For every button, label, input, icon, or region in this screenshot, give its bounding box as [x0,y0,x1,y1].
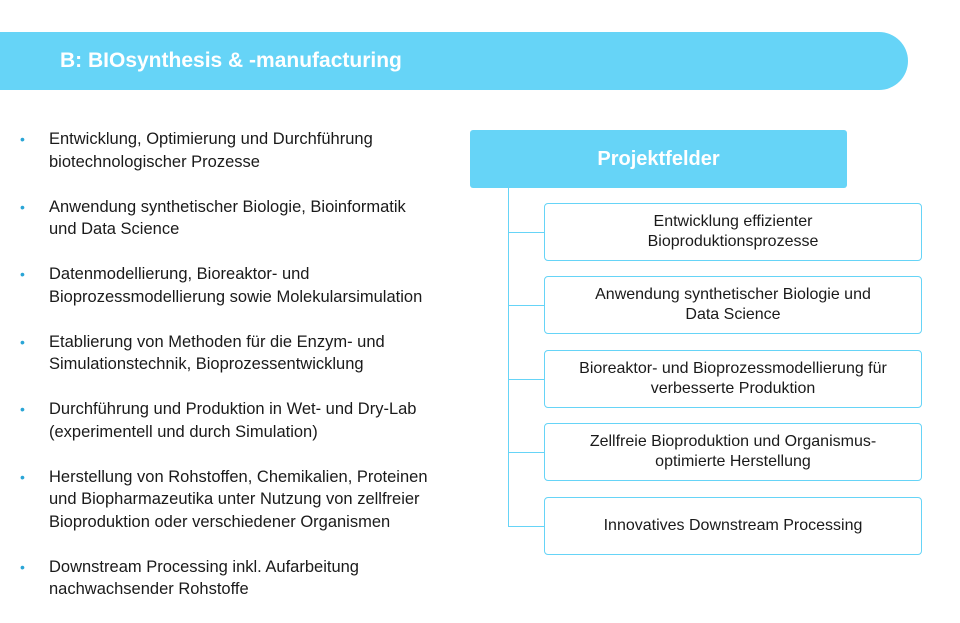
projektfeld-text-line: Entwicklung effizienter [653,213,813,230]
projektfeld-text: Bioreaktor- und Bioprozessmodellierung f… [579,359,887,399]
tree-branch-line [508,305,544,306]
bullet-text-line: Herstellung von Rohstoffen, Chemikalien,… [49,467,428,486]
bullet-text-line: Bioproduktion oder verschiedener Organis… [49,512,391,531]
projektfeld-text-line: Anwendung synthetischer Biologie und [595,286,871,303]
bullet-text-line: Downstream Processing inkl. Aufarbeitung [49,557,359,576]
bullet-item: • Datenmodellierung, Bioreaktor- und Bio… [20,263,490,308]
bullet-item: • Anwendung synthetischer Biologie, Bioi… [20,196,490,241]
bullet-icon: • [20,333,25,350]
projektfeld-text-line: Bioreaktor- und Bioprozessmodellierung f… [579,360,887,377]
bullet-text-line: Etablierung von Methoden für die Enzym- … [49,332,385,351]
bullet-icon: • [20,468,25,485]
bullet-item: • Durchführung und Produktion in Wet- un… [20,398,490,443]
bullet-icon: • [20,198,25,215]
bullet-text-line: Anwendung synthetischer Biologie, Bioinf… [49,197,406,216]
bullet-icon: • [20,558,25,575]
bullet-text-line: und Biopharmazeutika unter Nutzung von z… [49,490,420,508]
projektfeld-text-line: Innovatives Downstream Processing [603,517,863,534]
tree-branch-line [508,526,544,527]
projektfeld-text: Anwendung synthetischer Biologie und Dat… [595,285,871,325]
projektfeld-text-line: Zellfreie Bioproduktion und Organismus- [589,433,877,450]
page-title: B: BIOsynthesis & -manufacturing [60,49,402,72]
tree-branch-line [508,452,544,453]
projektfeld-text-line: verbesserte Produktion [650,380,816,397]
tree-trunk-line [508,188,509,527]
bullet-item: • Etablierung von Methoden für die Enzym… [20,331,490,376]
tree-branch-line [508,379,544,380]
bullet-text-line: nachwachsender Rohstoffe [49,580,249,598]
bullet-text-line: Entwicklung, Optimierung und Durchführun… [49,130,373,148]
bullet-list: • Entwicklung, Optimierung und Durchführ… [20,128,490,623]
bullet-text-line: Datenmodellierung, Bioreaktor- und [49,265,310,283]
projektfeld-box: Innovatives Downstream Processing [544,497,922,555]
projektfeld-box: Anwendung synthetischer Biologie und Dat… [544,276,922,334]
bullet-item: • Entwicklung, Optimierung und Durchführ… [20,128,490,173]
projektfeld-text-line: Data Science [685,306,781,323]
projektfeld-box: Bioreaktor- und Bioprozessmodellierung f… [544,350,922,408]
bullet-text-line: Simulationstechnik, Bioprozessentwicklun… [49,355,364,373]
projektfeld-text-line: Bioproduktionsprozesse [647,233,819,250]
bullet-text-line: biotechnologischer Prozesse [49,152,260,171]
projektfeld-box: Zellfreie Bioproduktion und Organismus- … [544,423,922,481]
tree-branch-line [508,232,544,233]
bullet-icon: • [20,401,25,417]
projektfeld-box: Entwicklung effizienter Bioproduktionspr… [544,203,922,261]
projektfelder-header: Projektfelder [470,130,847,188]
bullet-text-line: Bioprozessmodellierung sowie Molekularsi… [49,287,423,306]
bullet-item: • Herstellung von Rohstoffen, Chemikalie… [20,466,490,534]
bullet-icon: • [20,266,25,282]
bullet-item: • Downstream Processing inkl. Aufarbeitu… [20,556,490,601]
projektfeld-text: Zellfreie Bioproduktion und Organismus- … [590,432,876,472]
projektfeld-text-line: optimierte Herstellung [655,453,811,470]
bullet-text-line: Durchführung und Produktion in Wet- und … [49,400,417,418]
bullet-text-line: und Data Science [49,220,180,238]
bullet-icon: • [20,131,25,147]
bullet-text-line: (experimentell und durch Simulation) [49,422,318,441]
title-banner: B: BIOsynthesis & -manufacturing [0,32,908,90]
projektfeld-text: Entwicklung effizienter Bioproduktionspr… [648,212,819,252]
